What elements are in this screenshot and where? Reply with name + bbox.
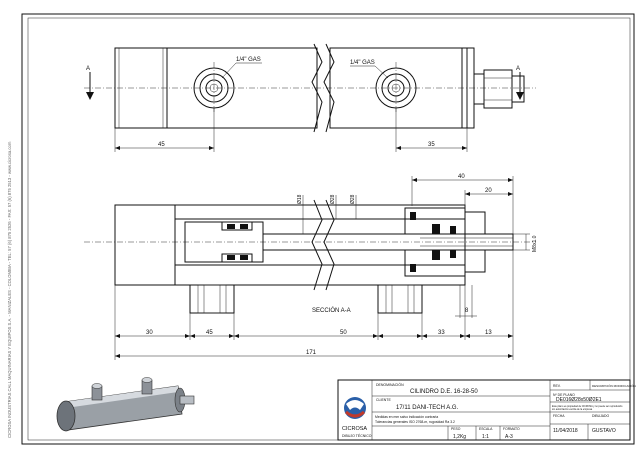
port-top-right (375, 62, 417, 114)
thread-label: M8x1.0 (532, 235, 538, 252)
dia-label-3: Ø28 (350, 194, 356, 204)
designation-header: DENOMINACIÓN (376, 382, 404, 387)
company-sub: DIBUJO TÉCNICO (342, 433, 372, 438)
company-logo (344, 397, 366, 419)
drawn-header: DIBUJADO (592, 414, 610, 418)
info-small-2: sin autorización escrita de la empresa (552, 408, 593, 411)
section-mark-left: A (86, 66, 90, 72)
rod-nut (483, 69, 513, 109)
dim-small: 8 (465, 308, 469, 314)
note-line-2: Tolerancias generales ISO 2768-m, rugosi… (375, 420, 455, 424)
section-view (84, 176, 536, 360)
drawing-no-header: Nº DE PLANO (553, 393, 575, 397)
rod-gland (473, 73, 485, 105)
bore (174, 218, 466, 266)
section-break-left (311, 199, 323, 291)
drawing-no: DE016Ø28x50Ø2E1 (556, 397, 602, 403)
overall-dim: 171 (306, 350, 317, 356)
weight-header: PESO (451, 427, 461, 431)
scale: 1:1 (482, 434, 489, 440)
rev-header-2: DESCRIPCIÓN MODIFICACIÓN (592, 383, 636, 388)
drawn-by: GUSTAVO (592, 428, 616, 434)
inner-border (27, 17, 631, 441)
piston-rod (262, 233, 514, 251)
designation: CILINDRO D.E. 16-28-50 (410, 389, 478, 395)
section-port-right (377, 284, 423, 314)
format: A-3 (505, 434, 513, 440)
rev-header: REV. (553, 384, 561, 388)
rod-end (511, 75, 525, 103)
port-top-left (193, 62, 235, 114)
outer-border (21, 13, 635, 445)
dim-top-right: 35 (428, 142, 435, 148)
chain-dim-2: 45 (206, 330, 213, 336)
port-label-1: 1/4" GAS (236, 57, 261, 63)
section-mark-right: A (516, 66, 520, 72)
break-line-left (311, 43, 323, 133)
side-margin: CICROSA INDUSTRIAS CALL MAQUINARIAS Y EQ… (7, 141, 12, 438)
chain-dim-1: 30 (146, 330, 153, 336)
scale-header: ESCALA (479, 427, 493, 431)
date: 11/04/2018 (553, 428, 578, 434)
port-label-2: 1/4" GAS (350, 60, 375, 66)
chain-dim-3: 50 (340, 330, 347, 336)
dim-top-inner: 20 (485, 188, 492, 194)
date-header: FECHA (553, 414, 565, 418)
chain-dim-5: 13 (485, 330, 492, 336)
section-port-left (189, 284, 235, 314)
client-header: CLIENTE (376, 398, 391, 402)
section-caption: SECCIÓN A-A (312, 307, 351, 314)
dia-label-1: Ø18 (297, 194, 303, 204)
side-margin-text: CICROSA INDUSTRIAS CALL MAQUINARIAS Y EQ… (7, 141, 12, 438)
section-wall-top (174, 204, 466, 220)
info-small-1: Este plano es propiedad de CICROSA y no … (552, 405, 623, 408)
section-break-right (323, 199, 335, 291)
weight: 1,2Kg (453, 434, 466, 440)
section-wall-bottom (174, 264, 466, 286)
cylinder-barrel-left (166, 47, 318, 129)
note-line-1: Medidas en mm salvo indicación contraria (375, 415, 438, 419)
chain-dim-4: 33 (438, 330, 445, 336)
dim-top-left: 45 (158, 142, 165, 148)
dim-top-outer: 40 (458, 174, 465, 180)
section-end-block (114, 204, 176, 286)
client: 17/11 DANI-TECH A.G. (396, 405, 459, 411)
format-header: FORMATO (503, 427, 520, 431)
isometric-view (56, 377, 195, 432)
top-view (84, 43, 536, 152)
company-name: CICROSA (342, 426, 367, 432)
break-line-right (323, 43, 335, 133)
title-block-lines (337, 379, 631, 441)
dia-label-2: Ø28 (330, 194, 336, 204)
